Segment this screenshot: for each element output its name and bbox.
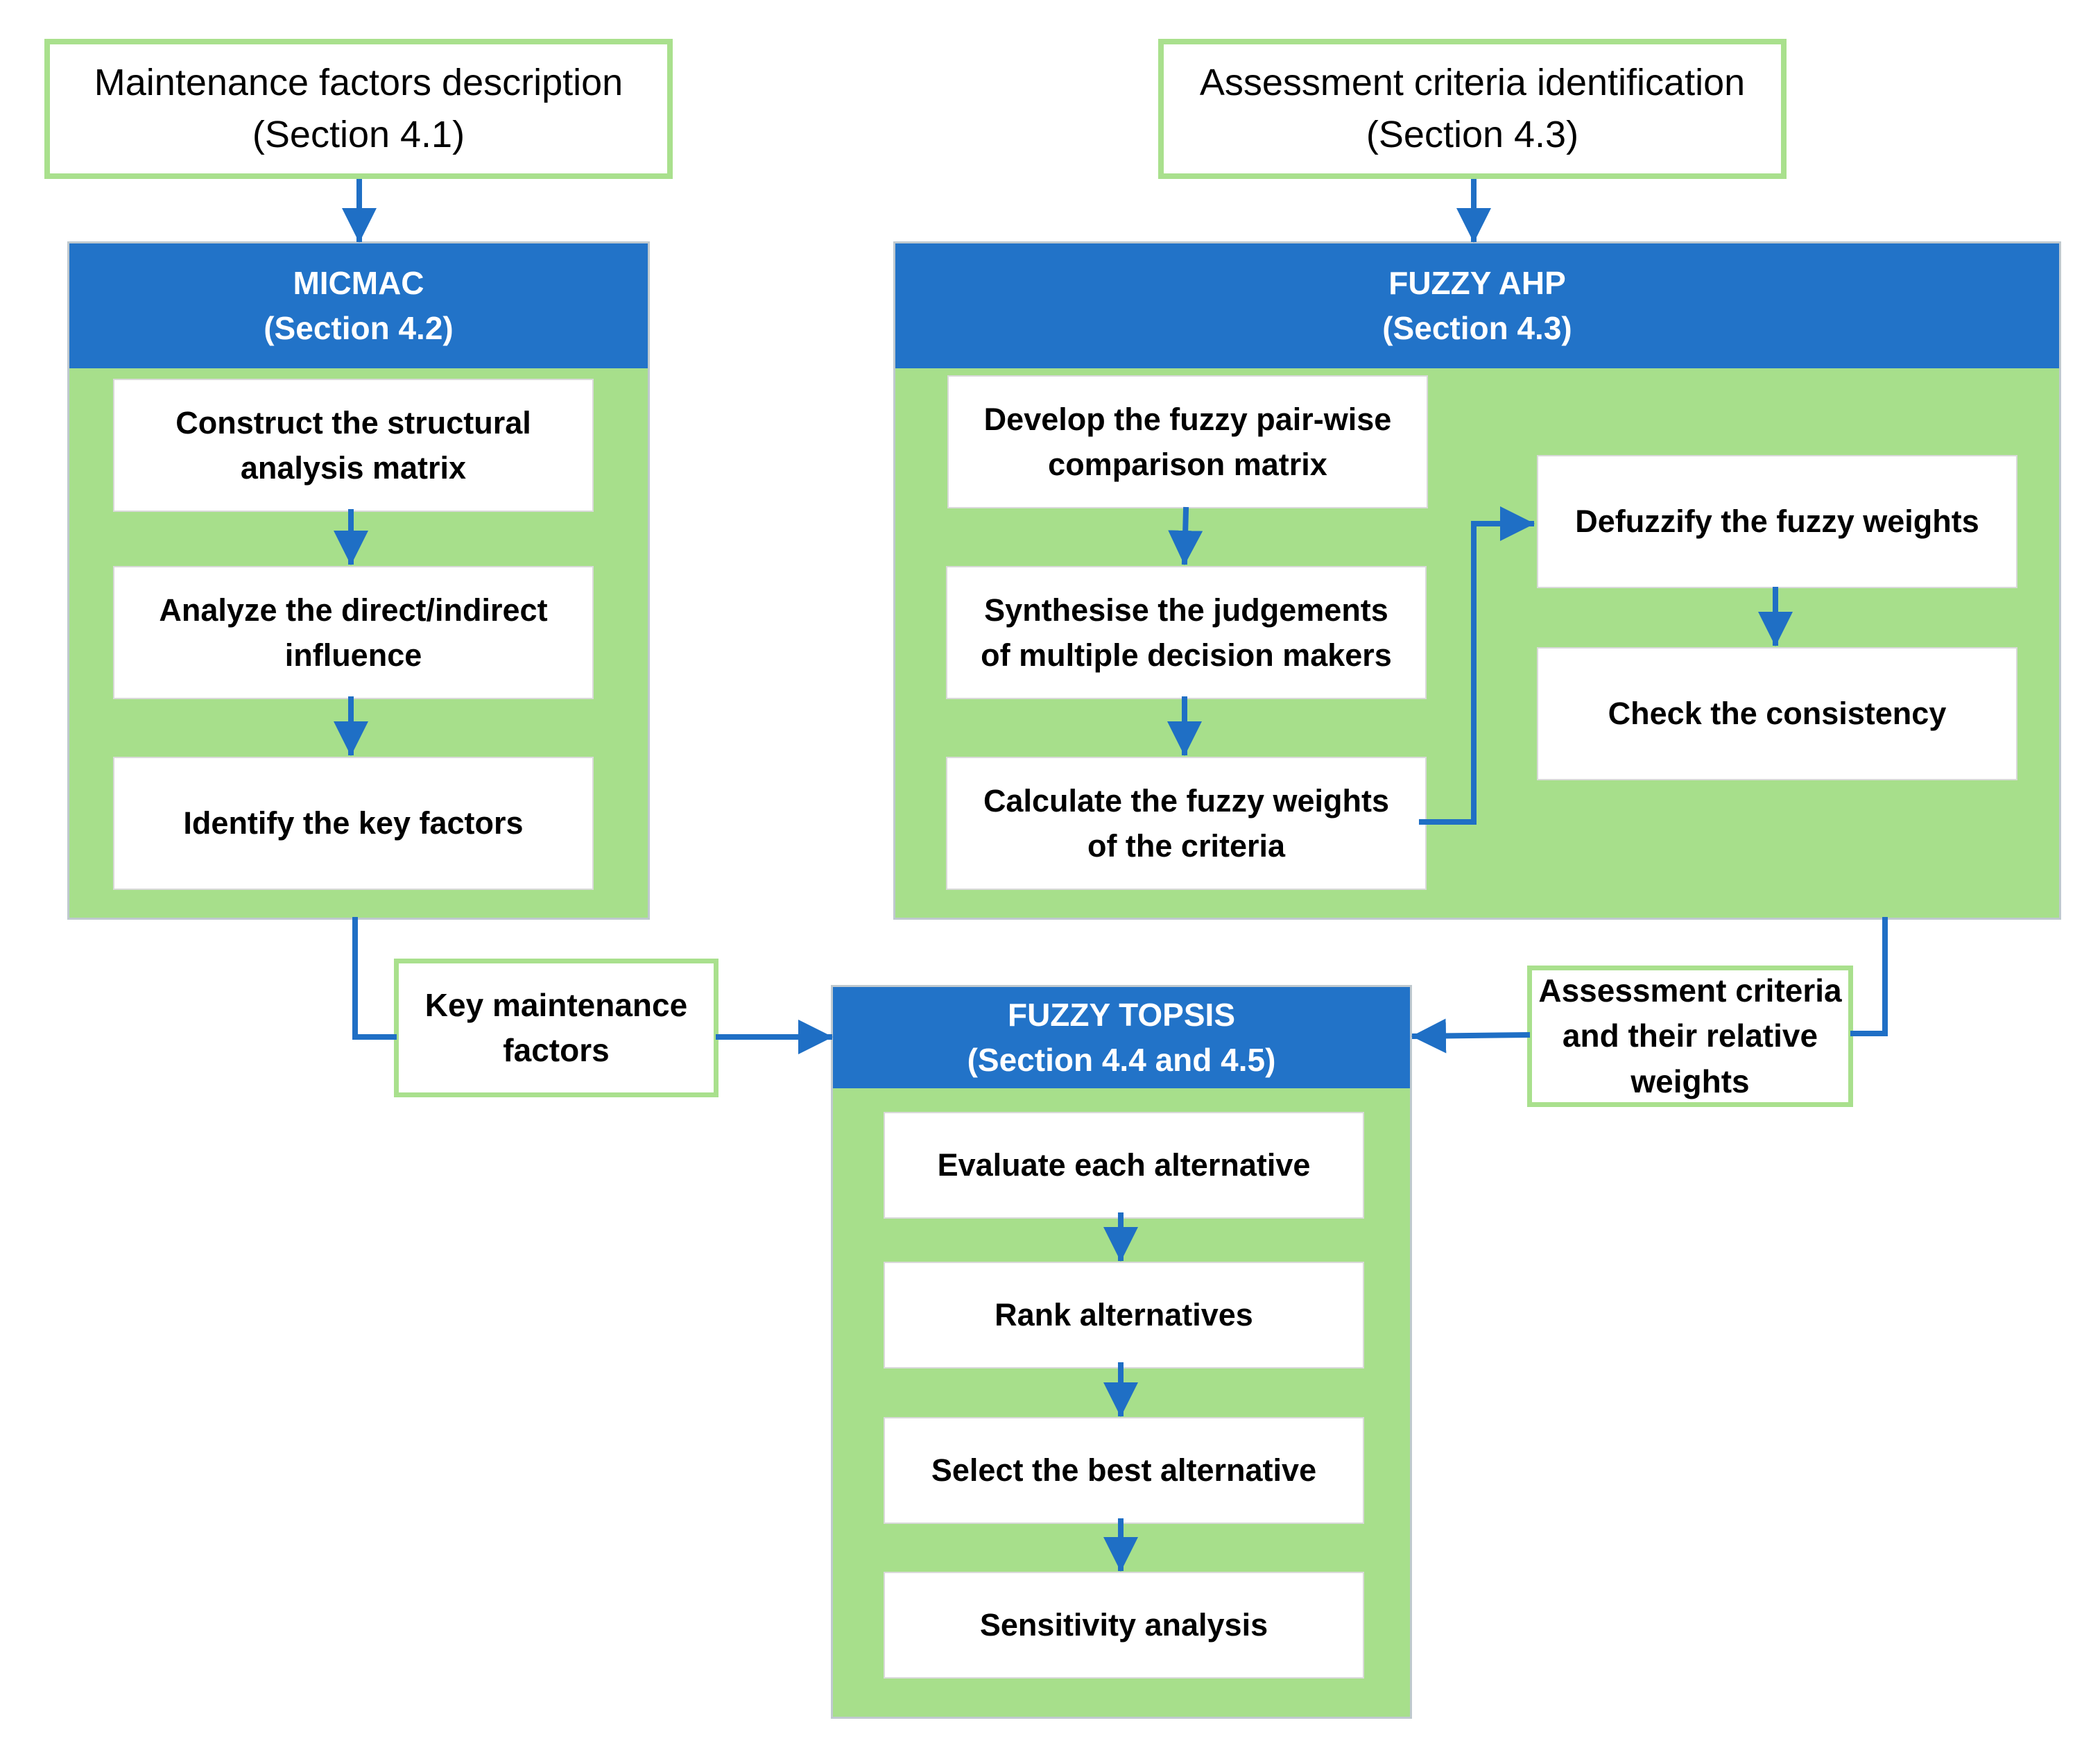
step-text-line: of the criteria bbox=[1087, 828, 1286, 864]
ahp-step-check-consistency: Check the consistency bbox=[1537, 647, 2017, 780]
step-text-line: Defuzzify the fuzzy weights bbox=[1575, 504, 1979, 540]
fuzzy-ahp-panel: FUZZY AHP (Section 4.3) Develop the fuzz… bbox=[893, 241, 2061, 920]
arrow-ahp-1-2 bbox=[1168, 506, 1203, 565]
connector-text-line: Assessment criteria bbox=[1538, 972, 1842, 1009]
fuzzy-ahp-title: FUZZY AHP bbox=[1388, 264, 1566, 301]
topsis-step-evaluate-alternatives: Evaluate each alternative bbox=[884, 1112, 1364, 1219]
ahp-step-synthesise-judgements: Synthesise the judgements of multiple de… bbox=[946, 566, 1427, 699]
fuzzy-topsis-section: (Section 4.4 and 4.5) bbox=[967, 1042, 1276, 1078]
connector-text-line: Key maintenance bbox=[424, 986, 688, 1023]
step-text-line: Construct the structural bbox=[175, 404, 531, 440]
step-text-line: influence bbox=[284, 637, 422, 673]
micmac-header: MICMAC (Section 4.2) bbox=[69, 243, 648, 368]
topsis-step-sensitivity-analysis: Sensitivity analysis bbox=[884, 1572, 1364, 1679]
fuzzy-ahp-header: FUZZY AHP (Section 4.3) bbox=[895, 243, 2059, 368]
arrow-ahp-3-to-defuzzify bbox=[1419, 506, 1535, 825]
fuzzy-topsis-header: FUZZY TOPSIS (Section 4.4 and 4.5) bbox=[833, 987, 1410, 1088]
criteria-weights-box: Assessment criteria and their relative w… bbox=[1527, 966, 1853, 1107]
step-text-line: comparison matrix bbox=[1048, 447, 1327, 482]
assessment-criteria-line-1: Assessment criteria identification bbox=[1199, 62, 1746, 104]
step-text-line: Select the best alternative bbox=[931, 1452, 1317, 1489]
step-text-line: Check the consistency bbox=[1608, 696, 1947, 732]
micmac-section: (Section 4.2) bbox=[264, 310, 454, 346]
key-maintenance-factors-box: Key maintenance factors bbox=[394, 959, 718, 1097]
step-text-line: Develop the fuzzy pair-wise bbox=[983, 401, 1392, 437]
fuzzy-topsis-panel: FUZZY TOPSIS (Section 4.4 and 4.5) Evalu… bbox=[831, 985, 1412, 1719]
assessment-criteria-identification-box: Assessment criteria identification (Sect… bbox=[1158, 39, 1787, 179]
maintenance-factors-line-2: (Section 4.1) bbox=[252, 114, 465, 155]
step-text-line: Evaluate each alternative bbox=[937, 1147, 1311, 1183]
step-text-line: Synthesise the judgements bbox=[984, 592, 1388, 628]
arrow-ahp-to-criteria-weights bbox=[1850, 917, 1888, 1036]
step-text-line: analysis matrix bbox=[240, 450, 467, 486]
step-text-line: Calculate the fuzzy weights bbox=[983, 782, 1390, 818]
fuzzy-ahp-section: (Section 4.3) bbox=[1382, 310, 1572, 346]
arrow-criteria-weights-to-topsis bbox=[1411, 1018, 1531, 1054]
micmac-panel: MICMAC (Section 4.2) Construct the struc… bbox=[67, 241, 650, 920]
micmac-title: MICMAC bbox=[293, 264, 424, 301]
maintenance-factors-description-box: Maintenance factors description (Section… bbox=[44, 39, 673, 179]
step-text-line: Rank alternatives bbox=[995, 1297, 1253, 1333]
step-text-line: of multiple decision makers bbox=[981, 637, 1392, 673]
step-text-line: Identify the key factors bbox=[183, 805, 524, 841]
connector-text-line: weights bbox=[1630, 1063, 1750, 1099]
topsis-step-rank-alternatives: Rank alternatives bbox=[884, 1262, 1364, 1369]
connector-text-line: and their relative bbox=[1562, 1018, 1818, 1054]
step-text-line: Analyze the direct/indirect bbox=[159, 592, 548, 628]
connector-text-line: factors bbox=[503, 1032, 610, 1068]
fuzzy-topsis-title: FUZZY TOPSIS bbox=[1007, 996, 1236, 1033]
step-text-line: Sensitivity analysis bbox=[979, 1607, 1268, 1643]
ahp-step-calculate-weights: Calculate the fuzzy weights of the crite… bbox=[946, 757, 1427, 890]
micmac-step-analyze-influence: Analyze the direct/indirect influence bbox=[113, 566, 594, 699]
topsis-step-select-best: Select the best alternative bbox=[884, 1417, 1364, 1524]
arrow-micmac-to-key-factors bbox=[352, 917, 397, 1040]
assessment-criteria-line-2: (Section 4.3) bbox=[1366, 114, 1579, 155]
ahp-step-defuzzify-weights: Defuzzify the fuzzy weights bbox=[1537, 455, 2017, 588]
micmac-step-identify-key-factors: Identify the key factors bbox=[113, 757, 594, 890]
maintenance-factors-line-1: Maintenance factors description bbox=[94, 62, 623, 104]
ahp-step-develop-matrix: Develop the fuzzy pair-wise comparison m… bbox=[947, 375, 1428, 508]
